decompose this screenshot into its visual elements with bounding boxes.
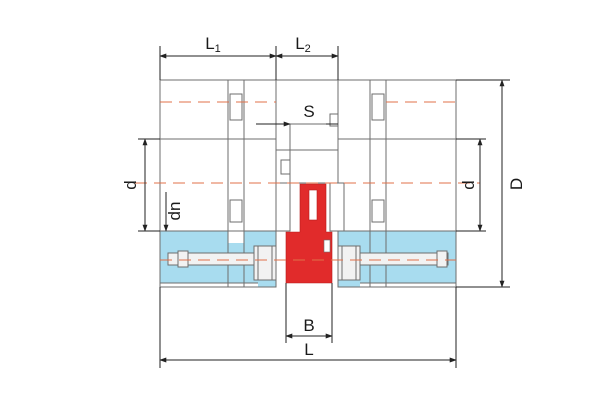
label-D: D bbox=[507, 178, 526, 190]
label-d-right: d bbox=[459, 180, 478, 189]
right-clamp-bolt bbox=[351, 252, 449, 266]
label-B: B bbox=[303, 316, 314, 335]
clamp-bolts bbox=[167, 245, 449, 281]
centerlines bbox=[135, 101, 480, 261]
label-L1: L1 bbox=[205, 34, 221, 55]
label-L2: L2 bbox=[295, 34, 311, 55]
label-d-left: d bbox=[121, 180, 140, 189]
dimension-lines bbox=[138, 46, 510, 368]
label-dn: dn bbox=[165, 202, 184, 221]
center-jaw bbox=[275, 79, 345, 232]
label-S: S bbox=[303, 102, 314, 121]
spider-slot bbox=[308, 189, 318, 221]
label-L: L bbox=[304, 340, 313, 359]
